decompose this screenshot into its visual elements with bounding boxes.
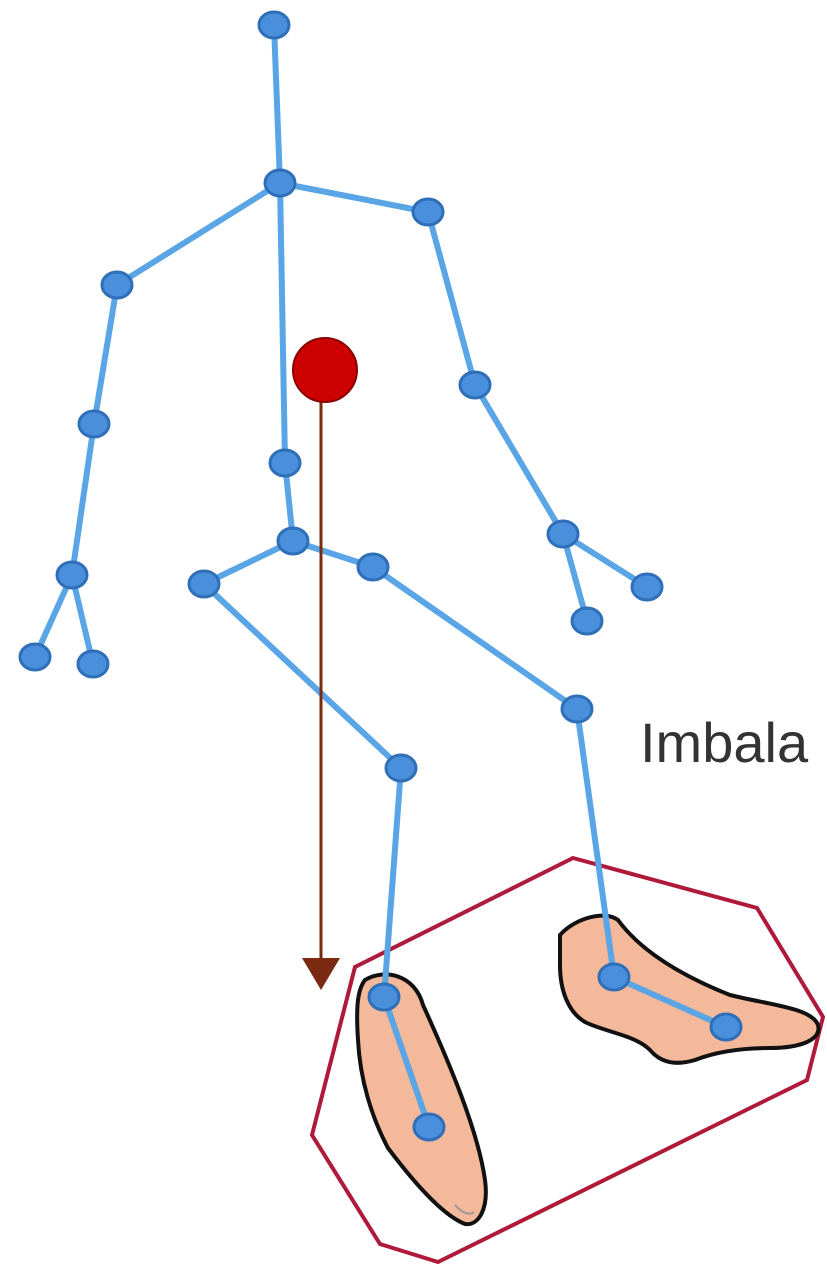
joint-rtoe xyxy=(414,1114,444,1140)
right-foot-icon xyxy=(560,916,818,1063)
bone-neck-spine xyxy=(280,183,285,463)
bone-neck-lsh xyxy=(280,183,428,212)
joint-lh2 xyxy=(632,574,662,600)
joint-lsh xyxy=(413,199,443,225)
center-of-mass-icon xyxy=(293,338,357,402)
bone-lsh-lelb xyxy=(428,212,475,385)
joint-relb xyxy=(79,411,109,437)
joint-rsh xyxy=(102,272,132,298)
joint-rwr xyxy=(57,562,87,588)
joint-neck xyxy=(265,170,295,196)
joint-rknee xyxy=(386,755,416,781)
bone-rhip-rknee xyxy=(204,584,401,768)
joint-pelvis xyxy=(278,528,308,554)
joint-rank xyxy=(369,984,399,1010)
bone-lelb-lwr xyxy=(475,385,563,534)
bone-lhip-lknee xyxy=(373,567,577,709)
bone-rknee-rank xyxy=(384,768,401,997)
joint-lank xyxy=(599,964,629,990)
imbalance-label: Imbala xyxy=(640,710,808,775)
joint-ltoe xyxy=(711,1014,741,1040)
joint-lwr xyxy=(548,521,578,547)
joint-rhip xyxy=(189,571,219,597)
joint-rh2 xyxy=(78,651,108,677)
gravity-vector-icon xyxy=(302,385,340,990)
joint-lh1 xyxy=(572,608,602,634)
bone-relb-rwr xyxy=(72,424,94,575)
joint-lelb xyxy=(460,372,490,398)
joint-head xyxy=(259,12,289,38)
joint-lhip xyxy=(358,554,388,580)
joint-spine xyxy=(270,450,300,476)
joint-lknee xyxy=(562,696,592,722)
bone-rsh-relb xyxy=(94,285,117,424)
bone-head-neck xyxy=(274,25,280,183)
bone-neck-rsh xyxy=(117,183,280,285)
joint-rh1 xyxy=(20,644,50,670)
